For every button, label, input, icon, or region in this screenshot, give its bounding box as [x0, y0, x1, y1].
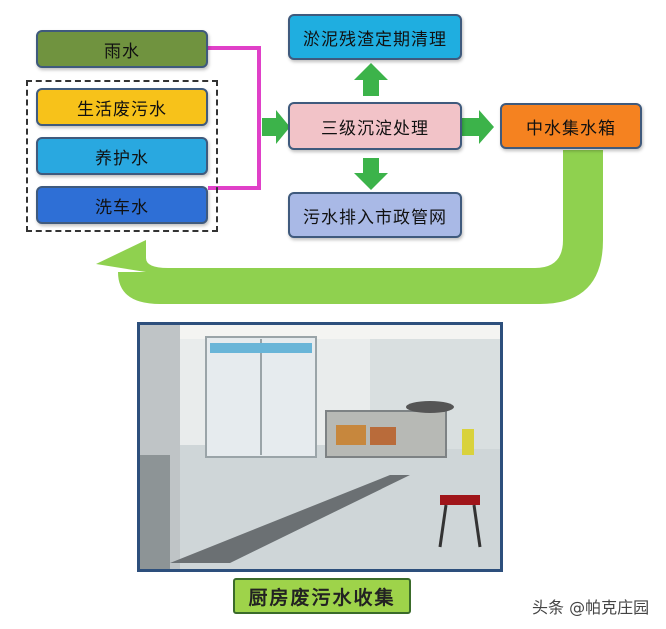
kitchen-photo-drawing	[140, 325, 500, 569]
sludge-cleanup: 淤泥残渣定期清理	[288, 14, 462, 60]
arrow-to-process	[262, 110, 290, 144]
discharge-municipal: 污水排入市政管网	[288, 192, 462, 238]
source-domestic-wastewater: 生活废污水	[36, 88, 208, 126]
arrow-to-discharge	[354, 158, 388, 190]
arrow-to-tank	[462, 110, 494, 144]
source-carwash-water: 洗车水	[36, 186, 208, 224]
source-rainwater: 雨水	[36, 30, 208, 68]
photo-caption: 厨房废污水收集	[233, 578, 411, 614]
reclaimed-water-tank: 中水集水箱	[500, 103, 642, 149]
return-arrow	[96, 150, 603, 304]
kitchen-photo	[137, 322, 503, 572]
watermark: 头条 @帕克庄园	[532, 598, 650, 617]
grouped-sources-dashed-box	[26, 80, 218, 232]
source-curing-water: 养护水	[36, 137, 208, 175]
process-sedimentation: 三级沉淀处理	[288, 102, 462, 150]
arrow-to-sludge	[354, 63, 388, 96]
source-bracket	[208, 46, 261, 190]
